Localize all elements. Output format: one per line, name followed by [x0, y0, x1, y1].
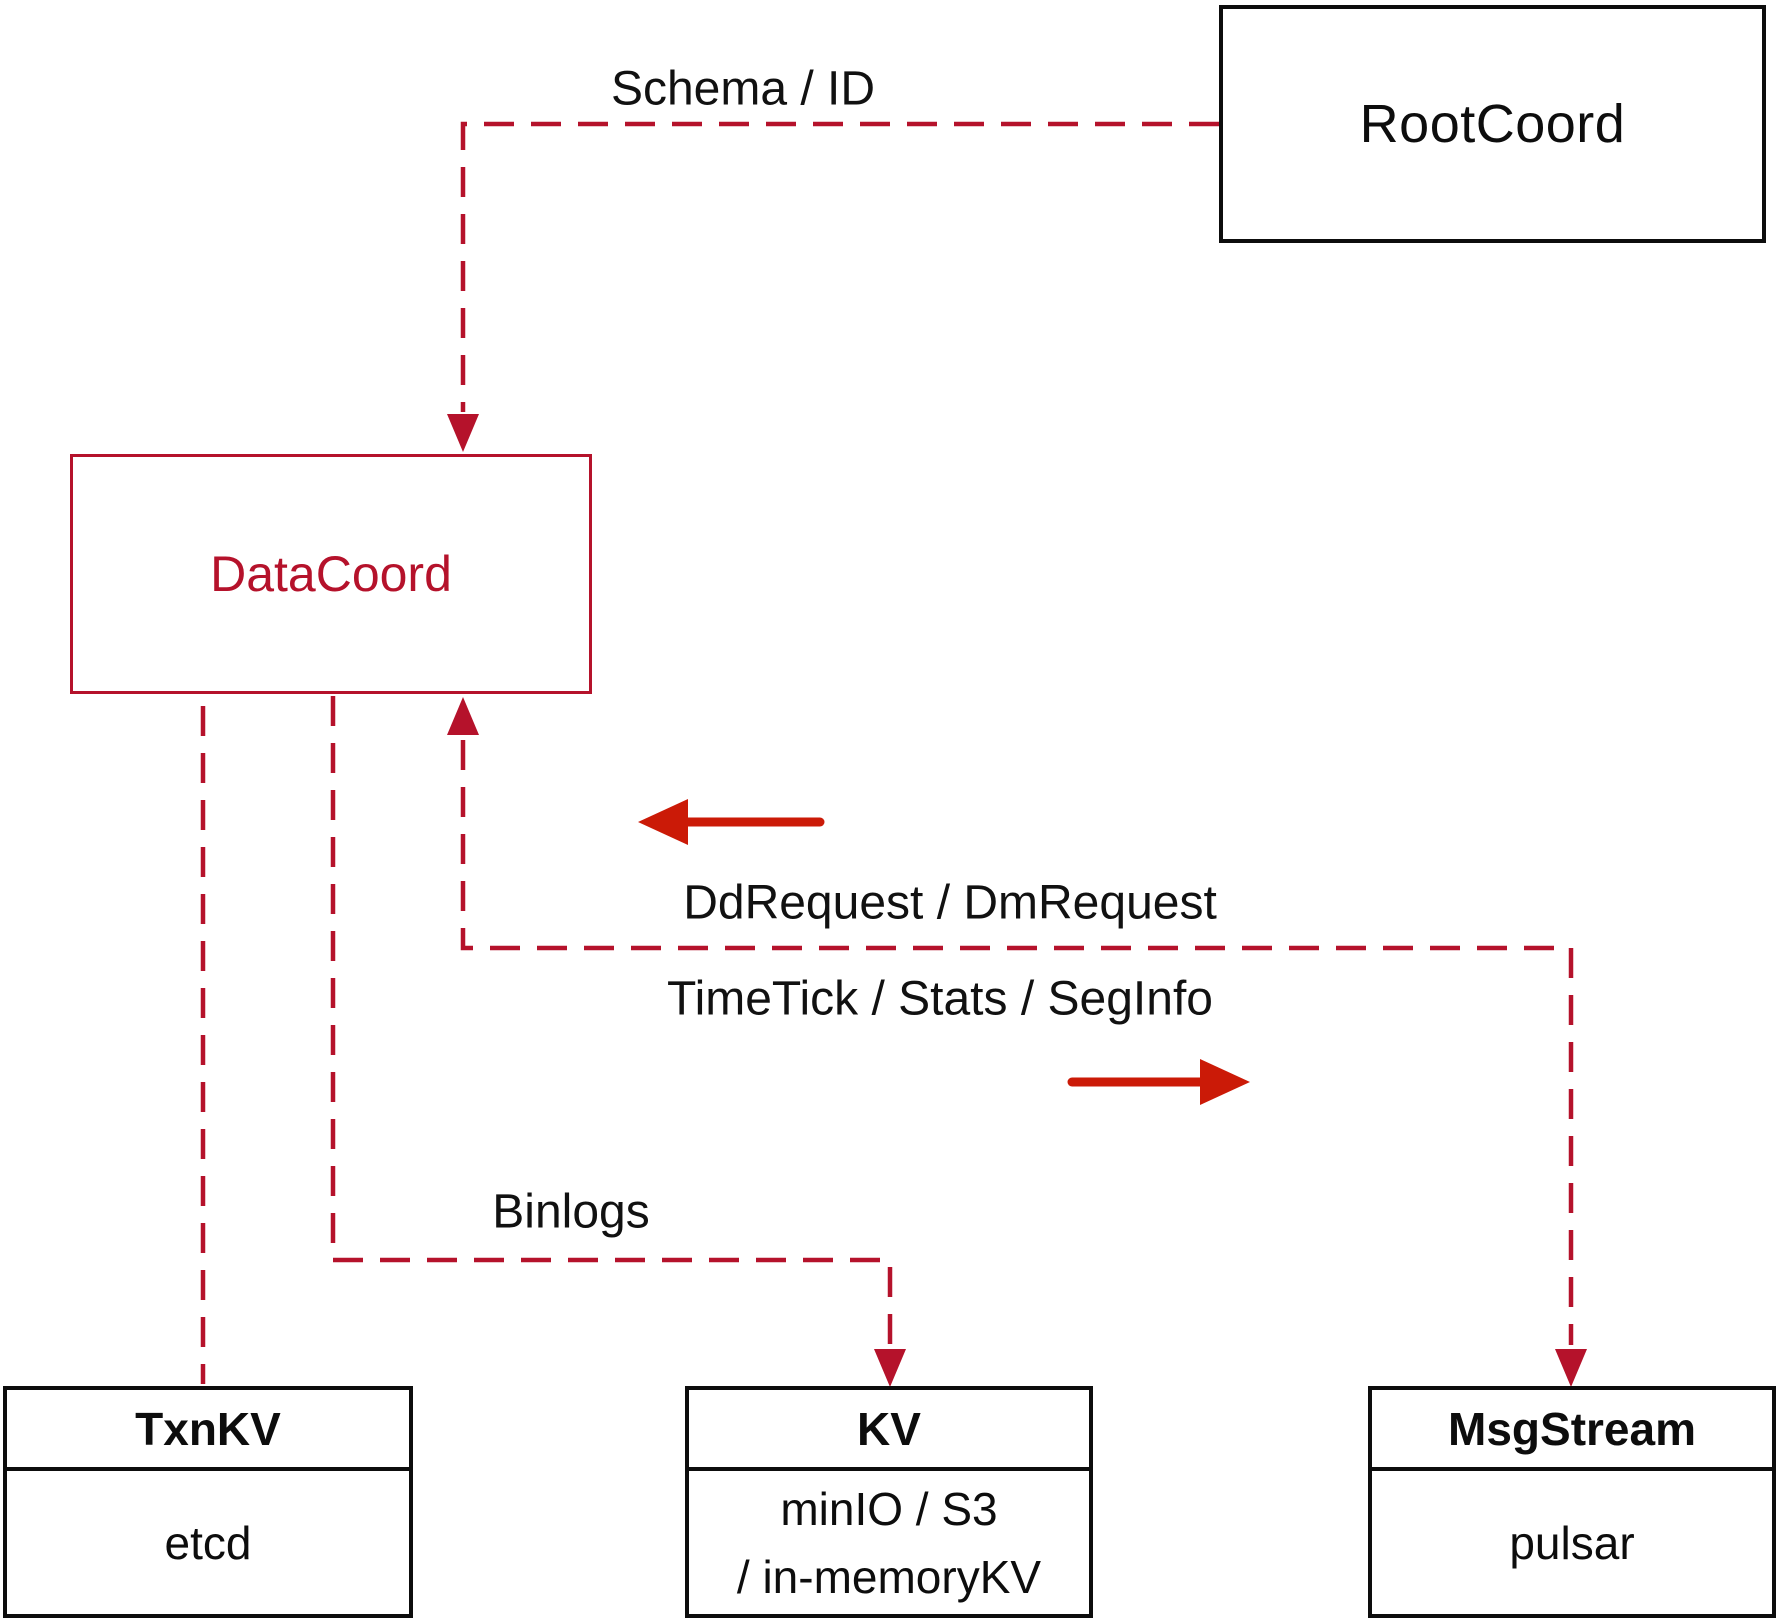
kv-body-line2: / in-memoryKV: [736, 1550, 1042, 1603]
node-rootcoord: RootCoord: [1219, 5, 1766, 243]
node-datacoord: DataCoord: [70, 454, 592, 694]
edge-binlogs: [330, 696, 906, 1387]
datacoord-label: DataCoord: [210, 546, 452, 602]
node-kv: KV minIO / S3 / in-memoryKV: [685, 1386, 1093, 1618]
txnkv-body: etcd: [164, 1516, 252, 1569]
arrow-right-timetick: [1067, 1059, 1250, 1105]
node-msgstream: MsgStream pulsar: [1368, 1386, 1776, 1618]
node-txnkv: TxnKV etcd: [3, 1386, 413, 1618]
msgstream-body: pulsar: [1509, 1516, 1635, 1569]
label-ddrequest: DdRequest / DmRequest: [683, 876, 1217, 930]
rootcoord-label: RootCoord: [1359, 94, 1626, 154]
msgstream-title: MsgStream: [1372, 1390, 1772, 1471]
kv-body-line1: minIO / S3: [780, 1482, 998, 1535]
edge-schema-id: [447, 121, 1219, 452]
label-schema-id: Schema / ID: [610, 62, 876, 116]
edge-msgstream-datacoord: [447, 697, 1587, 1387]
arrow-left-ddrequest: [638, 799, 825, 845]
label-timetick: TimeTick / Stats / SegInfo: [667, 972, 1213, 1026]
txnkv-title: TxnKV: [7, 1390, 409, 1471]
label-binlogs: Binlogs: [492, 1185, 650, 1239]
kv-title: KV: [689, 1390, 1089, 1471]
